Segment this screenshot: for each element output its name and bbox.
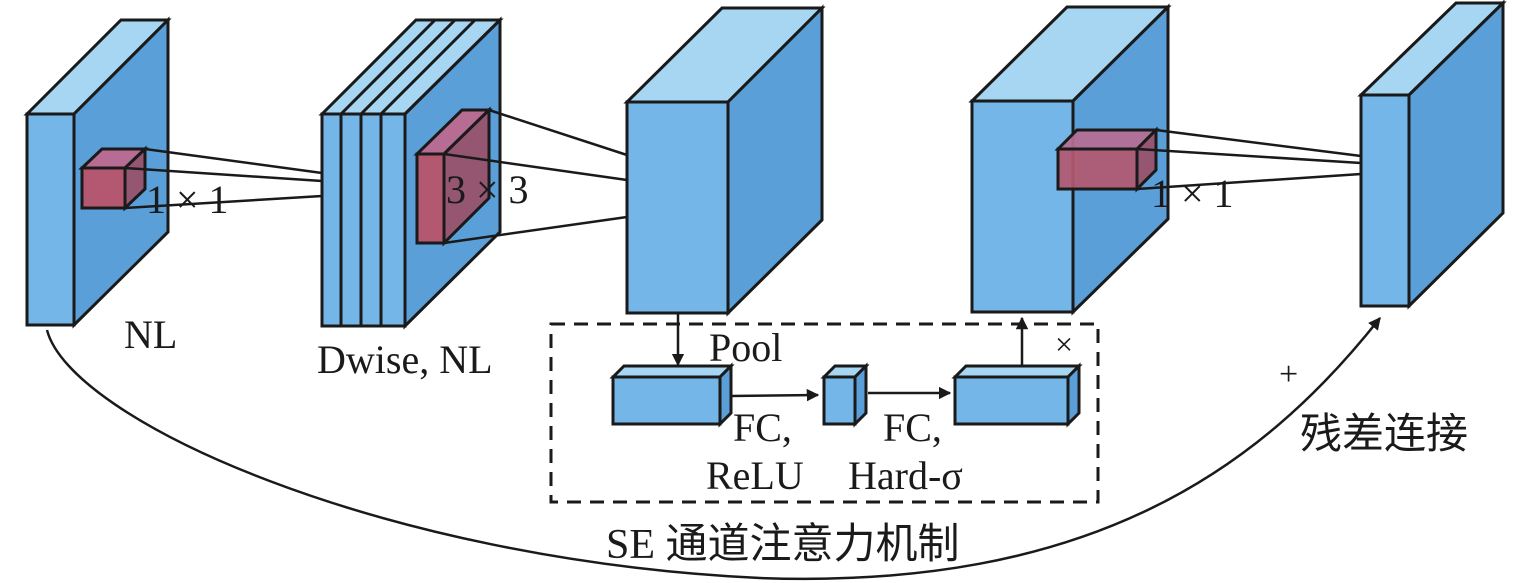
multiply-symbol: × (1055, 326, 1073, 362)
output-feature-block (1357, 0, 1507, 310)
block-front-face (1359, 93, 1411, 308)
hard-sigma-label: Hard-σ (848, 453, 963, 498)
input-feature-block (23, 16, 172, 329)
block-front-face (625, 100, 730, 315)
pool-label: Pool (709, 325, 782, 370)
fc2-label: FC, (883, 405, 942, 450)
se-output-block (968, 3, 1172, 316)
dwise-nl-label: Dwise, NL (317, 337, 493, 382)
slice-4 (379, 112, 407, 328)
block-front-face (970, 99, 1075, 314)
se-attention-caption: SE 通道注意力机制 (606, 521, 960, 568)
plus-symbol: + (1279, 356, 1298, 393)
dwise-kernel-label: 3 × 3 (446, 167, 529, 212)
fc1-label: FC, (733, 405, 792, 450)
conv1-kernel-label: 1 × 1 (146, 177, 229, 222)
se-module-dashed-box (549, 322, 1100, 504)
residual-connection-curve (45, 317, 1381, 581)
dwise-output-block (623, 4, 826, 317)
slice-2 (339, 112, 363, 328)
fc1-arrow (729, 388, 820, 402)
projection-lines-3 (1136, 128, 1362, 191)
nl-label: NL (124, 312, 177, 357)
residual-connection-label: 残差连接 (1300, 412, 1468, 458)
conv2-kernel-label: 1 × 1 (1151, 171, 1234, 216)
se-excitation-vector (951, 362, 1083, 428)
projection-lines-1 (124, 147, 323, 210)
se-pooled-vector (609, 362, 735, 428)
kernel-front-face (80, 166, 127, 210)
slice-3 (359, 112, 383, 328)
projection-lines-2 (443, 108, 628, 245)
depthwise-feature-block (318, 16, 504, 330)
kernel-front-face (415, 152, 446, 245)
relu-label: ReLU (706, 453, 804, 498)
se-reduced-vector (820, 362, 870, 428)
block-front-face (25, 112, 76, 327)
slice-1 (320, 112, 343, 328)
kernel-front-face (1056, 147, 1139, 191)
